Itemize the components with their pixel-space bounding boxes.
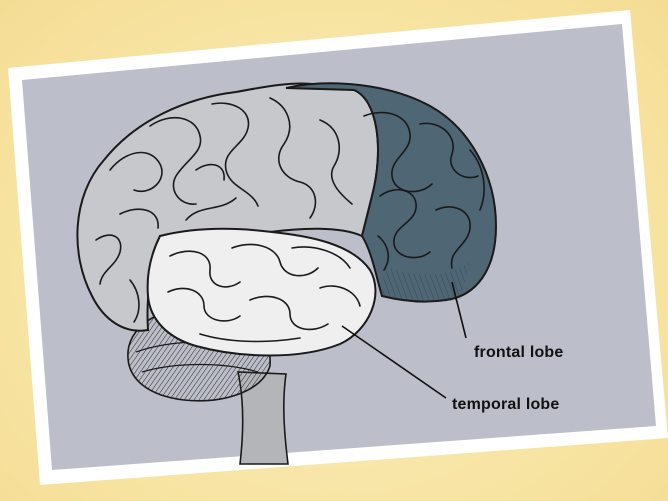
temporal-lobe-label: temporal lobe (452, 396, 560, 414)
frontal-lobe-label: frontal lobe (474, 344, 564, 362)
temporal-lobe-region (148, 229, 376, 356)
